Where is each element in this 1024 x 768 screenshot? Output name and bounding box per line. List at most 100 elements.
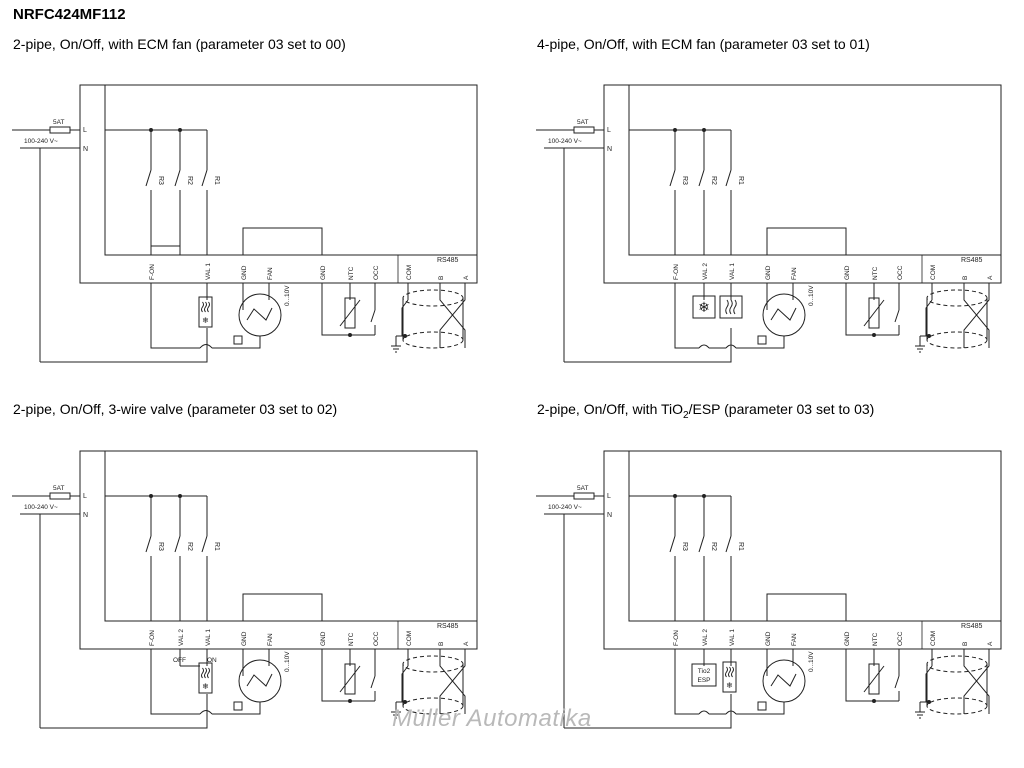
terminal-label: A [987,275,994,280]
com-wire [401,299,409,336]
diagram-caption-2: 4-pipe, On/Off, with ECM fan (parameter … [537,36,870,52]
fuse-label: 5AT [577,119,588,126]
return-wire [212,702,261,715]
ntc-sensor [344,663,356,695]
terminal-n-label: N [607,512,612,519]
snowflake-icon: ❄ [726,681,733,690]
rs485-label: RS485 [437,623,459,630]
terminal-label: F-ON [673,264,680,280]
terminal-label: FAN [791,633,798,646]
relay-label-r1: R1 [213,542,220,551]
heat-valve-icon: ❄ [198,296,213,328]
terminal-label: A [987,641,994,646]
relay-label-r2: R2 [186,542,193,551]
relay-label-r2: R2 [710,176,717,185]
heat-valve-icon: ❄ [198,662,213,694]
fan-range-label: 0...10V [284,285,291,306]
junction-dot [872,699,876,703]
terminal-label: GND [320,631,327,646]
voltage-label: 100-240 V~ [24,138,58,145]
sensor-common [321,666,375,702]
relay-contact [145,169,152,187]
controller-board [628,84,1002,256]
voltage-label: 100-240 V~ [548,138,582,145]
terminal-label: GND [765,265,772,280]
cable-shield-top [402,289,464,307]
occ-contact [370,309,376,323]
relay-label-r3: R3 [681,176,688,185]
ntc-sensor [868,663,880,695]
relay-label-r1: R1 [737,176,744,185]
relay-label-r3: R3 [681,542,688,551]
terminal-n-label: N [83,146,88,153]
terminal-l-label: L [83,127,87,134]
fuse [573,126,595,134]
terminal-label: GND [241,265,248,280]
snowflake-icon: ❄ [202,316,209,325]
fuse-label: 5AT [577,485,588,492]
heat-valve-icon: ❄ [722,661,737,693]
fan-motor-winding [770,307,797,321]
relay-label-r1: R1 [213,176,220,185]
crossover [698,710,710,715]
heat-wave [201,667,204,679]
occ-contact [894,309,900,323]
fuse [49,492,71,500]
terminal-label: F-ON [149,264,156,280]
terminal-label: OCC [373,631,380,646]
fan-motor-winding [246,307,273,321]
rs485-a-wire [963,283,990,348]
rs485-label: RS485 [961,623,983,630]
terminal-label: FAN [267,267,274,280]
terminal-n-label: N [83,512,88,519]
terminal-label: VAL 1 [205,629,212,646]
return-wire [736,336,785,349]
heat-wave [204,301,207,313]
neutral-return [40,694,208,729]
controller-board [628,450,1002,622]
relay-label-r3: R3 [157,542,164,551]
heat-valve-body [198,296,213,328]
diagram-caption-4: 2-pipe, On/Off, with TiO2/ESP (parameter… [537,401,875,421]
fuse-label: 5AT [53,485,64,492]
ntc-sensor [344,297,356,329]
relay-contact [725,535,732,553]
heat-wave [731,666,734,678]
relay-label-r2: R2 [710,542,717,551]
diagram-caption-1: 2-pipe, On/Off, with ECM fan (parameter … [13,36,346,52]
terminal-l-label: L [607,493,611,500]
terminal-label: OCC [897,631,904,646]
cable-shield-bottom [402,331,464,349]
fan-motor-winding [246,673,273,687]
tio2-label: Tio2 [698,668,711,675]
terminal-label: B [962,642,969,646]
cable-shield-top [402,655,464,673]
valve-off-label: OFF [173,657,186,664]
ntc-sensor-slash [863,665,885,693]
heat-wave [201,301,204,313]
terminal-label: FAN [791,267,798,280]
controller-housing [79,84,478,284]
heat-wave [207,301,210,313]
terminal-label: F-ON [673,630,680,646]
cable-shield-bottom [926,331,988,349]
heat-wave [725,299,729,315]
relay-contact [201,535,208,553]
return-wire [674,283,699,349]
heat-wave [725,666,728,678]
heat-wave [207,667,210,679]
return-wire [212,336,261,349]
terminal-label: COM [930,631,937,646]
terminal-label: B [438,276,445,280]
terminal-label: GND [844,265,851,280]
terminal-label: F-ON [149,630,156,646]
junction-dot [872,333,876,337]
terminal-label: NTC [872,266,879,280]
ntc-sensor-slash [339,665,361,693]
fuse [573,492,595,500]
relay-label-r2: R2 [186,176,193,185]
